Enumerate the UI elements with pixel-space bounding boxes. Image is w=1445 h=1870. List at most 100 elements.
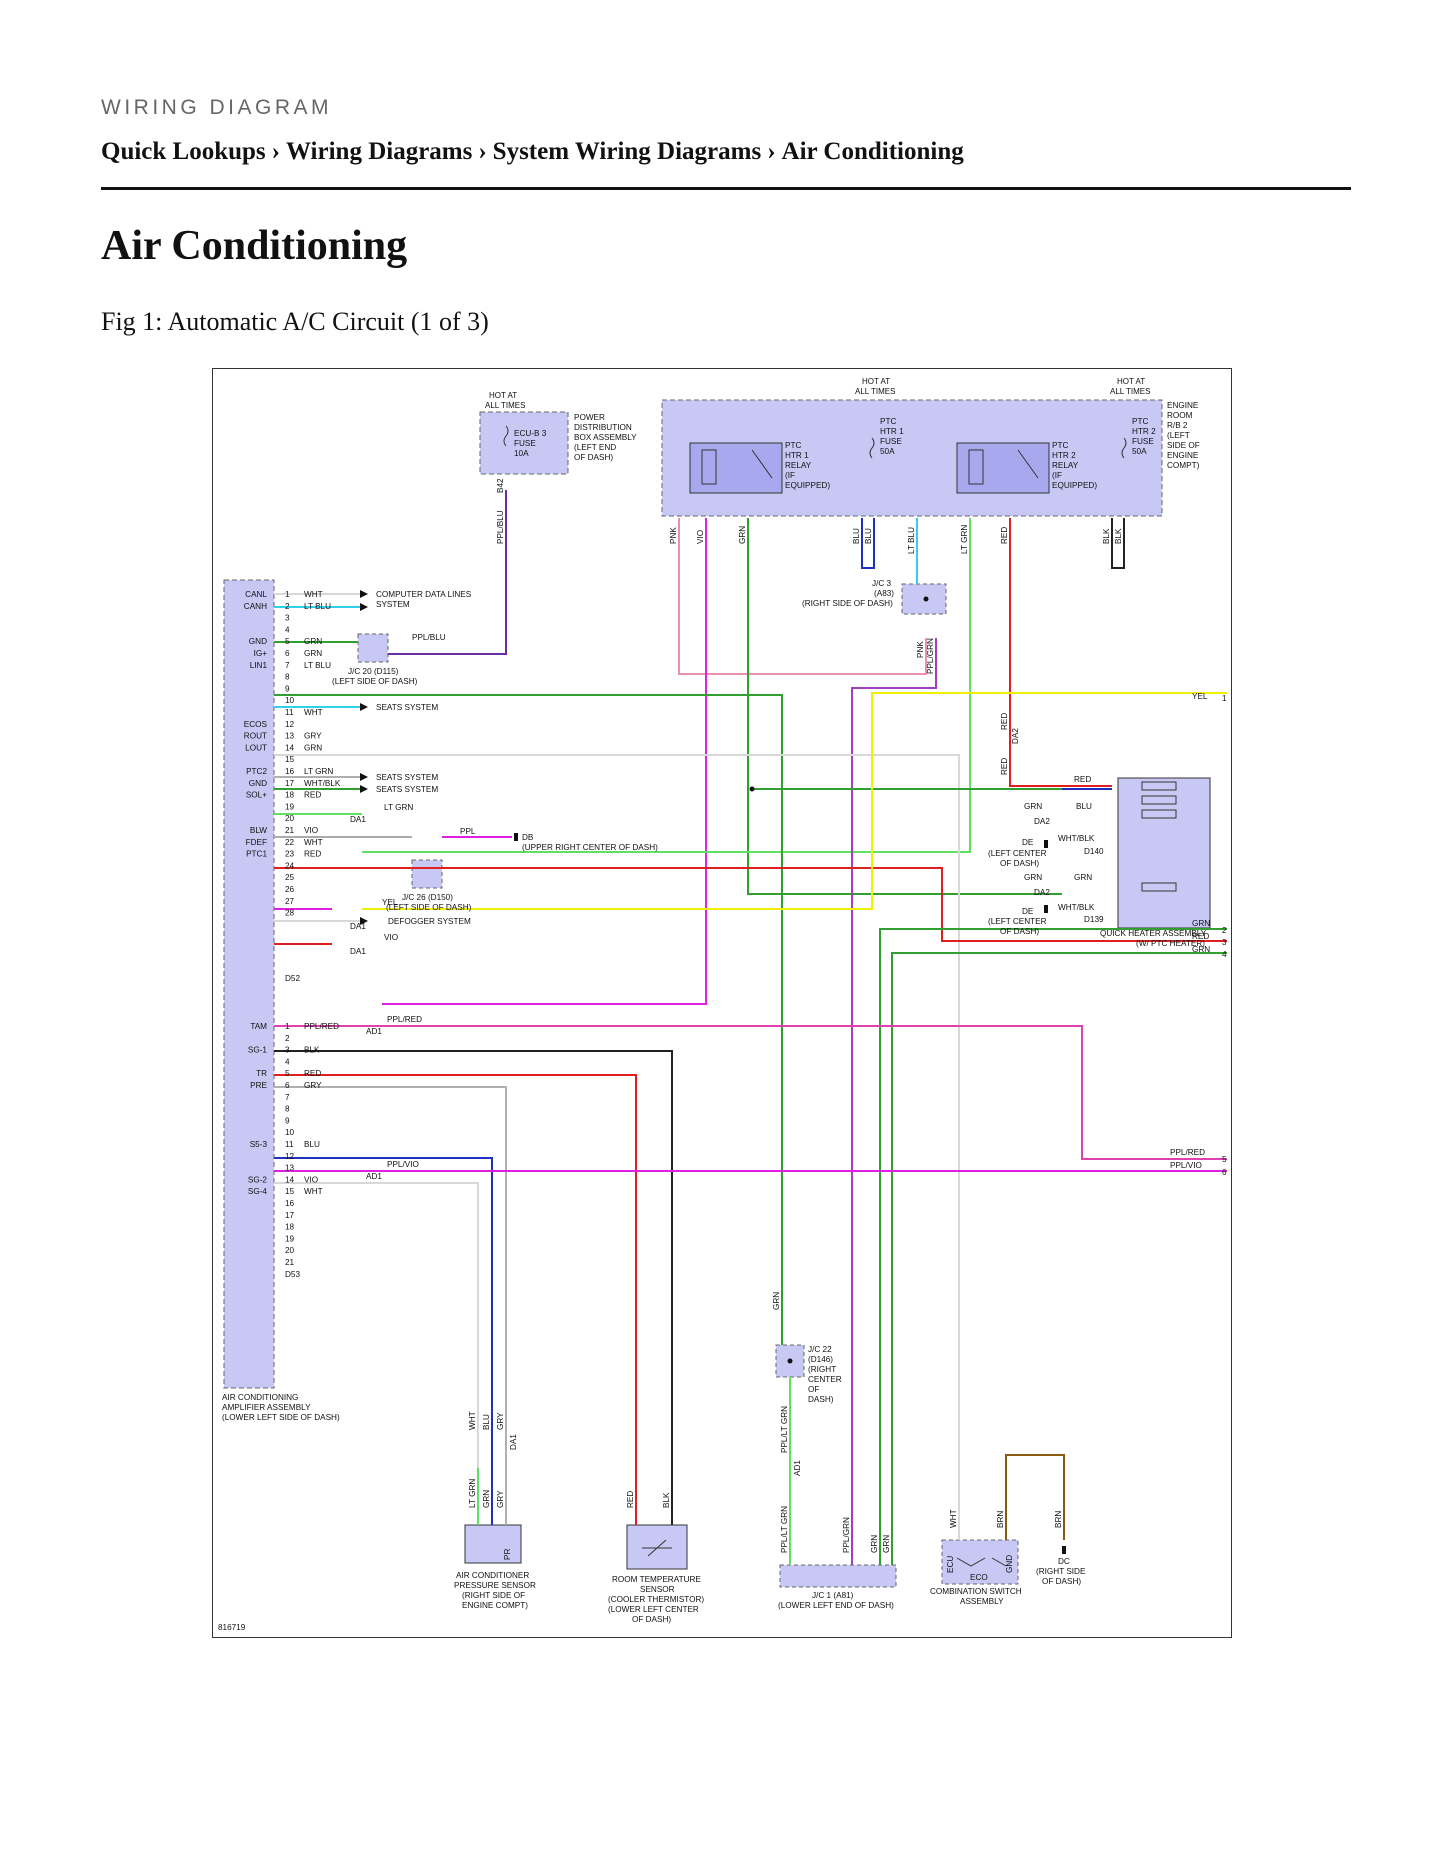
d52-pin-2: 2 — [285, 602, 290, 611]
breadcrumb-separator: › — [271, 138, 280, 165]
seats-label-3: SEATS SYSTEM — [376, 785, 438, 794]
wire-red-tr — [274, 1074, 637, 1525]
red-vertical-1: RED — [1000, 713, 1009, 730]
d53-pin-1: 1 — [285, 1022, 290, 1031]
dc-label-2: (RIGHT SIDE — [1036, 1567, 1086, 1576]
da1-label-2: DA1 — [350, 922, 366, 931]
header-divider — [101, 187, 1351, 190]
offpage-5-wire: PPL/RED — [1170, 1148, 1205, 1157]
d53-pin-14: 14 — [285, 1175, 295, 1184]
ptc-relay-2-label-4: (IF — [1052, 471, 1062, 480]
offpage-6-num: 6 — [1222, 1168, 1227, 1177]
jc22-label-1: J/C 22 — [808, 1345, 832, 1354]
arrow-icon — [360, 590, 368, 598]
heater-element-3 — [1141, 809, 1177, 819]
breadcrumb-wiring-diagrams[interactable]: Wiring Diagrams — [286, 138, 473, 165]
grn-vertical-jc1-2: GRN — [882, 1535, 891, 1553]
wire-grn-ig — [274, 694, 783, 1345]
jc3-label-1: J/C 3 — [872, 579, 892, 588]
wire-pnk — [678, 518, 927, 675]
d53-wire-3: BLK — [304, 1046, 320, 1055]
d52-wire-17: WHT/BLK — [304, 779, 341, 788]
ac-pressure-label-2: PRESSURE SENSOR — [454, 1581, 536, 1590]
wire-blk-relay — [1111, 518, 1125, 569]
quick-heater-box — [1117, 777, 1211, 929]
d52-pin-24: 24 — [285, 861, 295, 870]
d52-pin-25: 25 — [285, 873, 295, 882]
red-vertical-sensor: RED — [626, 1491, 635, 1508]
d53-pin-18: 18 — [285, 1223, 295, 1232]
d52-wire-21: VIO — [304, 826, 318, 835]
grn-vertical-jc1-1: GRN — [870, 1535, 879, 1553]
d52-signal-6: IG+ — [254, 649, 268, 658]
wire-blk-sg1 — [274, 1050, 673, 1525]
ecu-fuse-label-2: FUSE — [514, 439, 536, 448]
seats-label-1: SEATS SYSTEM — [376, 703, 438, 712]
ppl-label: PPL — [460, 827, 476, 836]
ground-de-icon-2 — [1044, 905, 1048, 913]
arrow-icon — [360, 773, 368, 781]
offpage-4-wire: GRN — [1192, 945, 1210, 954]
fuse-1-symbol — [869, 437, 875, 459]
d52-signal-13: ROUT — [244, 732, 267, 741]
ptc-relay-2-label-1: PTC — [1052, 441, 1068, 450]
ptc-fuse-1-label-3: FUSE — [880, 437, 902, 446]
engine-rb-label-1: ENGINE — [1167, 401, 1199, 410]
offpage-6-wire: PPL/VIO — [1170, 1161, 1202, 1170]
breadcrumb-separator: › — [478, 138, 487, 165]
d52-pin-9: 9 — [285, 684, 290, 693]
d52-wire-1: WHT — [304, 590, 323, 599]
room-temp-label-5: OF DASH) — [632, 1615, 671, 1624]
splice-dot — [787, 1358, 793, 1364]
d53-signal-6: PRE — [250, 1081, 267, 1090]
d52-signal-21: BLW — [250, 826, 267, 835]
lt-grn-label: LT GRN — [384, 803, 413, 812]
breadcrumb-system-wiring-diagrams[interactable]: System Wiring Diagrams — [492, 138, 762, 165]
db-ground-label-1: DB — [522, 833, 534, 842]
left-center-label-1a: (LEFT CENTER — [988, 849, 1047, 858]
breadcrumb-air-conditioning[interactable]: Air Conditioning — [781, 138, 964, 165]
combo-switch-label-2: ASSEMBLY — [960, 1597, 1004, 1606]
jc26-label-2: (LEFT SIDE OF DASH) — [386, 903, 472, 912]
wire-ppl-blu — [388, 490, 507, 655]
da1-vertical-sensor: DA1 — [509, 1434, 518, 1450]
wire-grn-2 — [879, 928, 1227, 1565]
grn-heater-label: GRN — [1024, 802, 1042, 811]
splice-dot — [749, 786, 755, 792]
relay-2-contact — [1017, 449, 1039, 479]
gry-vertical-sensor-2: GRY — [496, 1490, 505, 1508]
d53-wire-11: BLU — [304, 1140, 320, 1149]
relay-wire-lt-grn: LT GRN — [960, 525, 969, 554]
offpage-3-num: 3 — [1222, 938, 1227, 947]
d52-wire-23: RED — [304, 850, 321, 859]
d52-pin-20: 20 — [285, 814, 295, 823]
lt-grn-vertical-sensor: LT GRN — [468, 1479, 477, 1508]
ac-pressure-label-1: AIR CONDITIONER — [456, 1571, 529, 1580]
relay-1-coil — [701, 449, 717, 485]
b42-label: B42 — [496, 478, 505, 493]
d53-wire-1: PPL/RED — [304, 1022, 339, 1031]
left-center-label-1b: OF DASH) — [1000, 859, 1039, 868]
relay-wire-vio: VIO — [696, 530, 705, 544]
computer-data-label-1: COMPUTER DATA LINES — [376, 590, 472, 599]
ecu-label: ECU — [946, 1556, 955, 1573]
d52-pin-27: 27 — [285, 897, 295, 906]
d52-signal-2: CANH — [244, 602, 267, 611]
d53-pin-9: 9 — [285, 1116, 290, 1125]
brn-vertical-combo: BRN — [996, 1511, 1005, 1528]
engine-rb-label-3: R/B 2 — [1167, 421, 1188, 430]
ppl-blu-vertical-label: PPL/BLU — [496, 510, 505, 544]
ptc-relay-1-label-4: (IF — [785, 471, 795, 480]
breadcrumb-quick-lookups[interactable]: Quick Lookups — [101, 138, 266, 165]
red-vertical-2: RED — [1000, 758, 1009, 775]
wire-vio-relay — [382, 518, 707, 1005]
ptc-fuse-1-label-1: PTC — [880, 417, 896, 426]
room-temp-label-1: ROOM TEMPERATURE — [612, 1575, 701, 1584]
relay-wire-blu-1: BLU — [852, 528, 861, 544]
pdb-label-5: OF DASH) — [574, 453, 613, 462]
jc1-label-1: J/C 1 (A81) — [812, 1591, 854, 1600]
hot-label-3b: ALL TIMES — [1110, 387, 1150, 396]
d52-wire-16: LT GRN — [304, 767, 333, 776]
d52-pin-21: 21 — [285, 826, 295, 835]
ppl-red-label: PPL/RED — [387, 1015, 422, 1024]
